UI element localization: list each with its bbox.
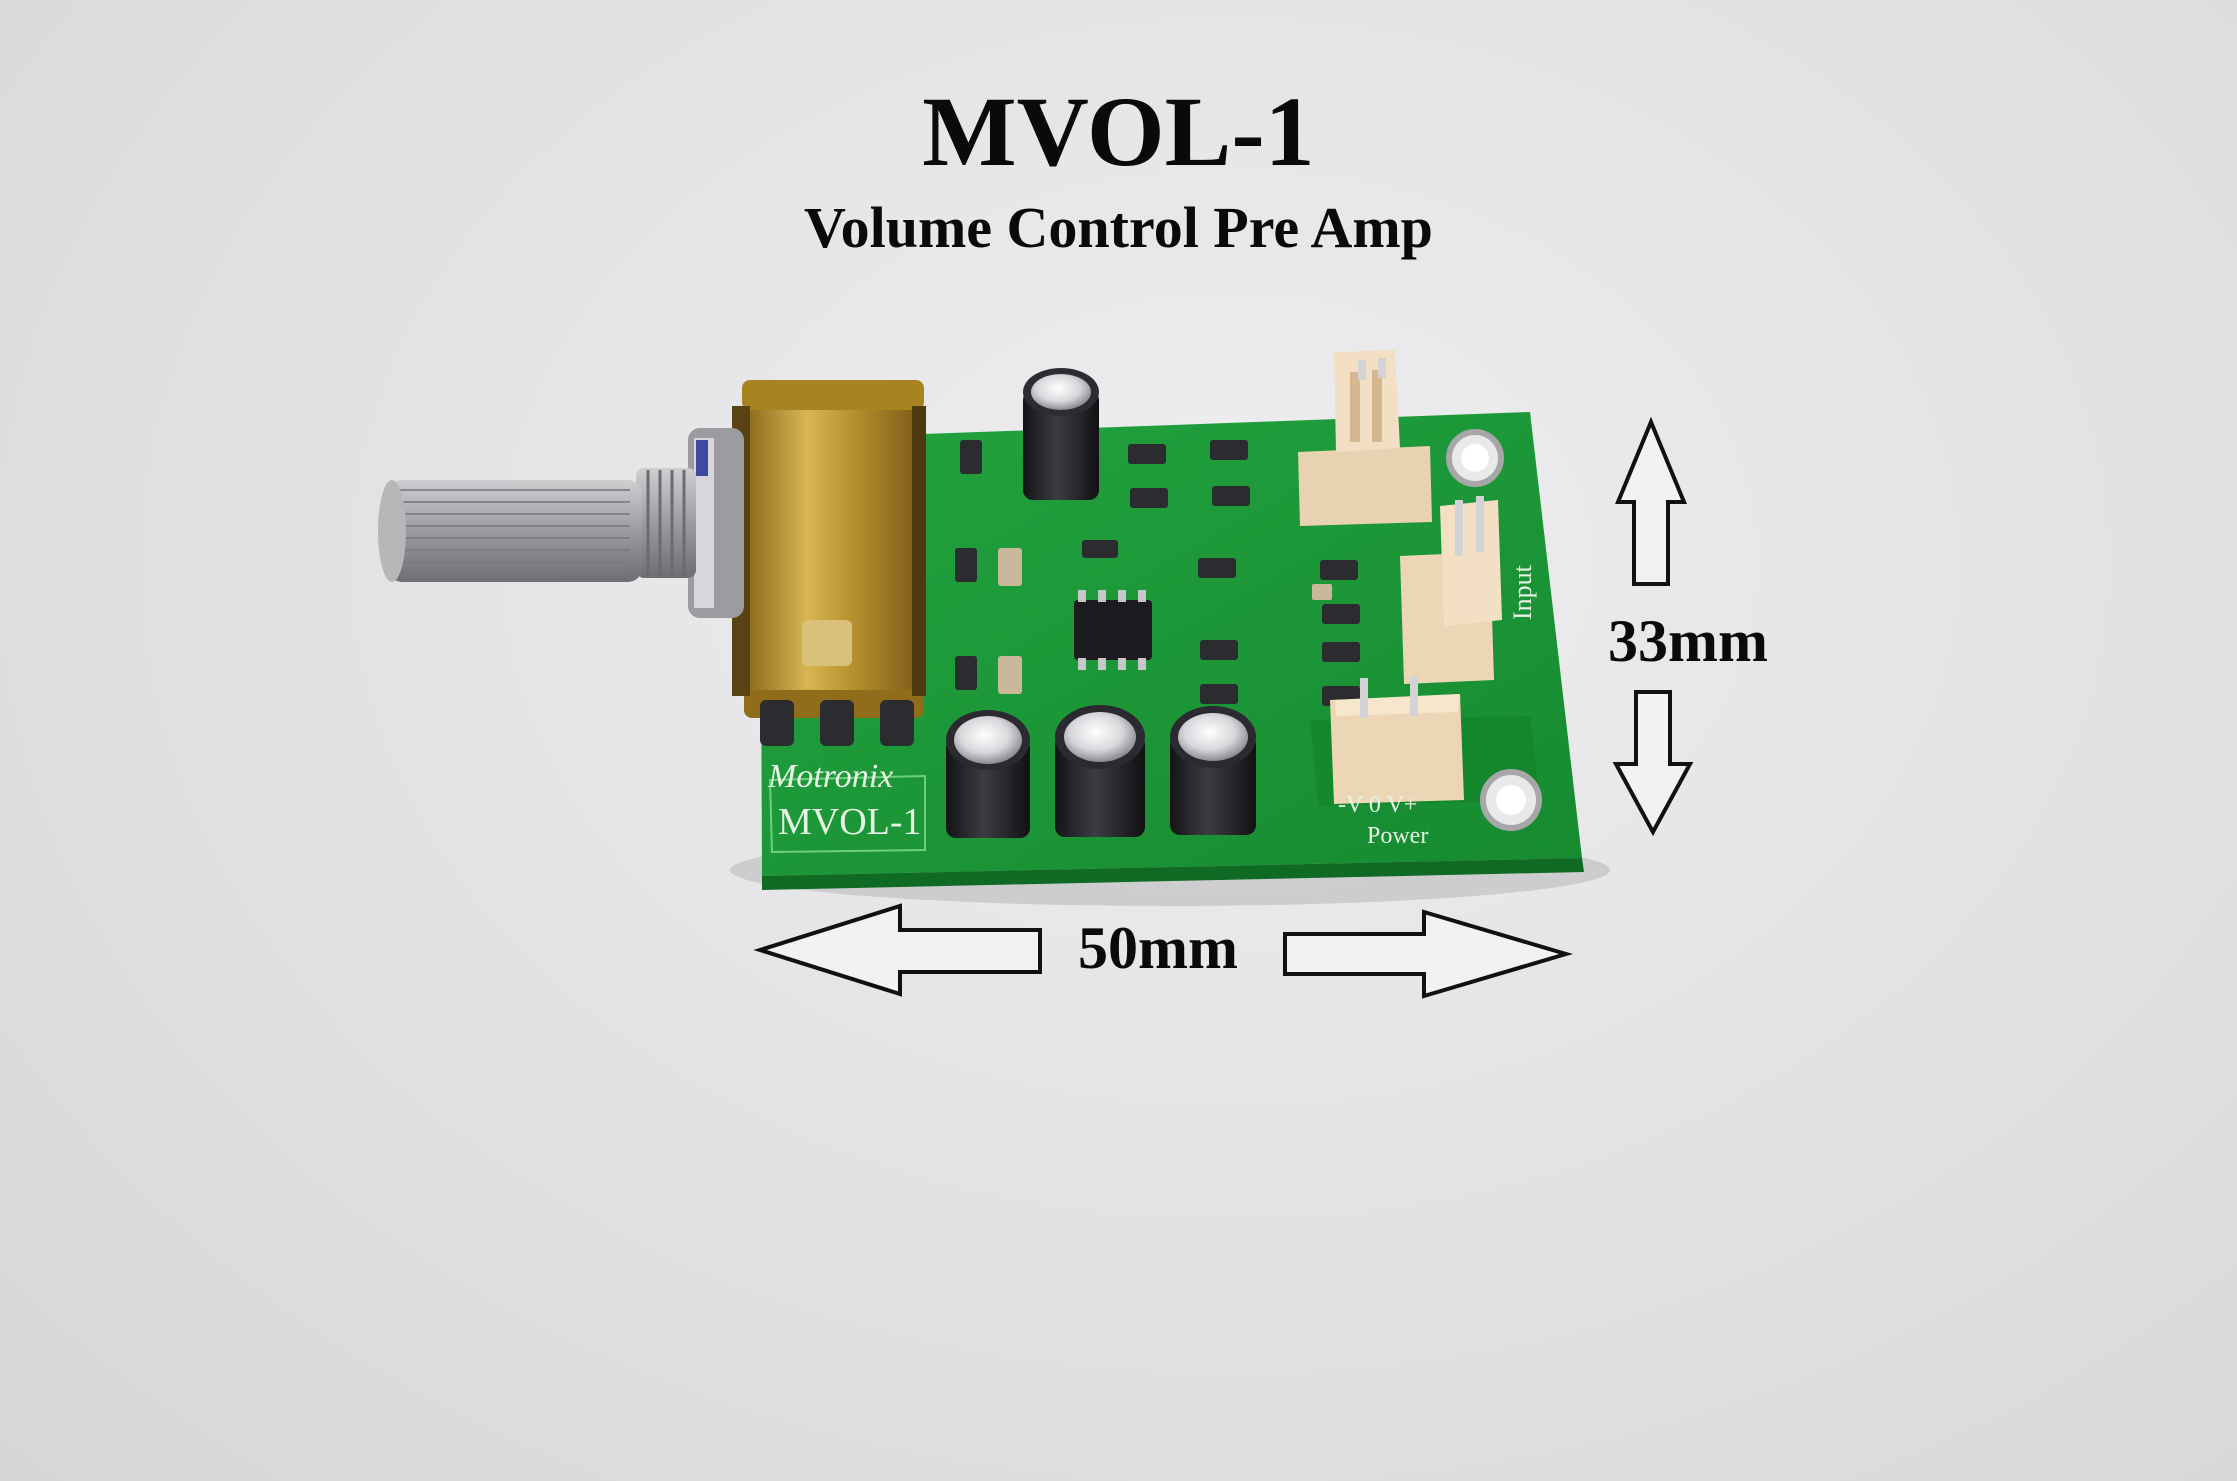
pcb-brand-silkscreen: Motronix bbox=[768, 758, 894, 795]
capacitor-1 bbox=[946, 710, 1030, 838]
pot-nut bbox=[636, 428, 744, 618]
capacitor-2 bbox=[1055, 705, 1145, 837]
connector-power bbox=[1330, 676, 1464, 804]
width-dimension-label: 50mm bbox=[1078, 915, 1238, 981]
pcb-input-silkscreen: Input bbox=[1508, 565, 1537, 620]
height-dimension-label: 33mm bbox=[1608, 608, 1768, 674]
smd-capacitors bbox=[998, 548, 1332, 694]
ic-chip bbox=[1074, 590, 1152, 670]
pcb-model-silkscreen: MVOL-1 bbox=[778, 801, 922, 843]
product-title: MVOL-1 bbox=[922, 76, 1315, 187]
pot-shaft bbox=[378, 480, 642, 582]
pcb-power-pins-silkscreen: -V 0 V+ bbox=[1338, 792, 1418, 818]
product-subtitle: Volume Control Pre Amp bbox=[804, 195, 1433, 260]
potentiometer bbox=[732, 380, 926, 746]
pcb-power-silkscreen: Power bbox=[1367, 823, 1429, 849]
capacitor-3 bbox=[1170, 706, 1256, 835]
capacitor-top bbox=[1023, 368, 1099, 500]
connector-top bbox=[1298, 350, 1432, 526]
connector-input bbox=[1400, 496, 1502, 684]
width-arrow bbox=[753, 903, 1574, 999]
height-arrow bbox=[1612, 416, 1694, 837]
smd-components bbox=[955, 440, 1360, 706]
